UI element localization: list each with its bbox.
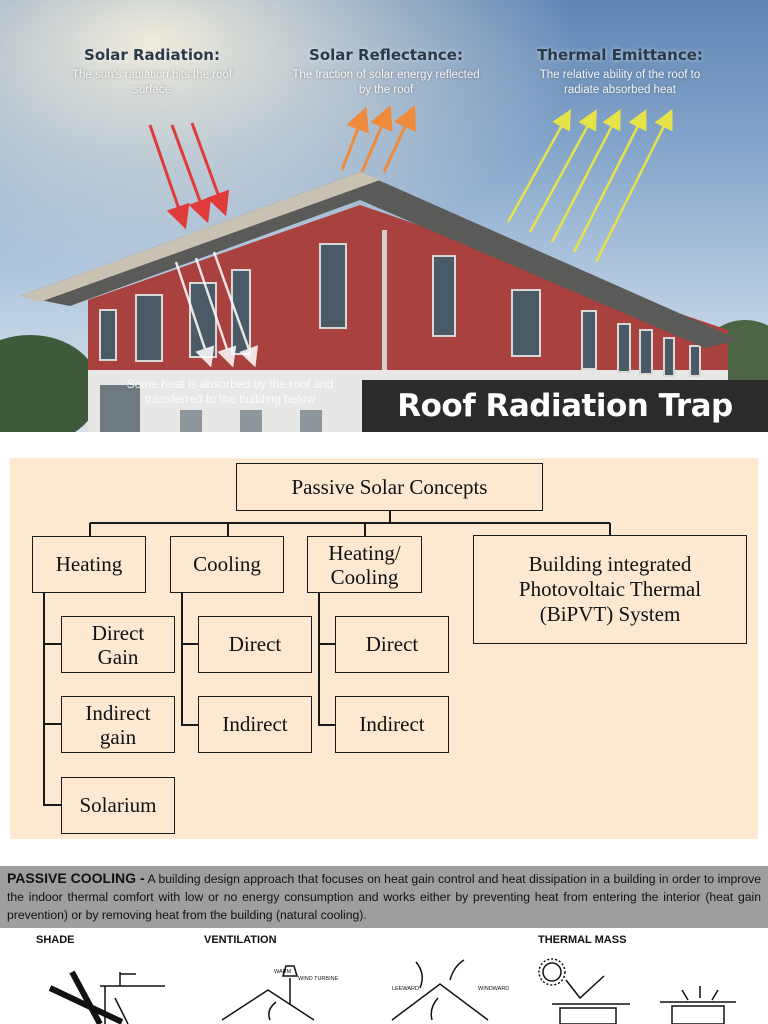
thermal-emittance-desc: The relative ability of the roof to radi… — [539, 69, 701, 96]
passive-cooling-text: A building design approach that focuses … — [7, 872, 761, 922]
windward-label: WINDWARD — [478, 986, 509, 992]
passive-cooling-paragraph: PASSIVE COOLING - A building design appr… — [7, 869, 761, 924]
solar-radiation-title: Solar Radiation: — [84, 46, 220, 64]
thermal-mass-label: THERMAL MASS — [538, 934, 627, 946]
wind-turbine-label: WIND TURBINE — [298, 976, 339, 982]
passive-cooling-sketches: SHADE VENTILATION THERMAL MASS — [0, 928, 768, 1024]
thermal-emittance-label: Thermal Emittance: The relative ability … — [522, 46, 718, 98]
heating-direct-gain-box: Direct Gain — [61, 616, 175, 673]
passive-cooling-definition: PASSIVE COOLING - A building design appr… — [0, 866, 768, 928]
ventilation-label: VENTILATION — [204, 934, 277, 946]
root-concept-box: Passive Solar Concepts — [236, 463, 543, 511]
solar-reflectance-title: Solar Reflectance: — [309, 46, 463, 64]
cooling-box: Cooling — [170, 536, 284, 593]
solar-radiation-label: Solar Radiation: The sun's radiation hit… — [52, 46, 252, 98]
sketch-drawings: WARM WIND TURBINE LEEWARD WINDWARD — [48, 958, 736, 1024]
heating-cooling-indirect-box: Indirect — [335, 696, 449, 753]
heating-solarium-box: Solarium — [61, 777, 175, 834]
warm-label: WARM — [274, 969, 292, 975]
cooling-direct-box: Direct — [198, 616, 312, 673]
cooling-indirect-box: Indirect — [198, 696, 312, 753]
thermal-emittance-title: Thermal Emittance: — [537, 46, 703, 64]
roof-radiation-title: Roof Radiation Trap — [362, 380, 768, 432]
heating-cooling-direct-box: Direct — [335, 616, 449, 673]
absorbed-heat-note: Some heat is absorbed by the roof and tr… — [126, 377, 334, 406]
shade-label: SHADE — [36, 934, 75, 946]
bipvt-box: Building integrated Photovoltaic Thermal… — [473, 535, 747, 644]
leeward-label: LEEWARD — [392, 986, 419, 992]
heating-cooling-box: Heating/ Cooling — [307, 536, 422, 593]
heating-indirect-gain-box: Indirect gain — [61, 696, 175, 753]
roof-scene — [0, 0, 768, 432]
roof-radiation-illustration: Solar Radiation: The sun's radiation hit… — [0, 0, 768, 432]
solar-reflectance-label: Solar Reflectance: The fraction of solar… — [292, 46, 480, 98]
solar-radiation-desc: The sun's radiation hits the roof surfac… — [71, 69, 233, 96]
passive-solar-concepts-diagram: Passive Solar Concepts Heating Cooling H… — [10, 458, 758, 839]
solar-reflectance-desc: The fraction of solar energy reflected b… — [292, 69, 480, 96]
diagram-connectors — [43, 511, 611, 806]
passive-cooling-heading: PASSIVE COOLING - — [7, 870, 145, 886]
heating-box: Heating — [32, 536, 146, 593]
